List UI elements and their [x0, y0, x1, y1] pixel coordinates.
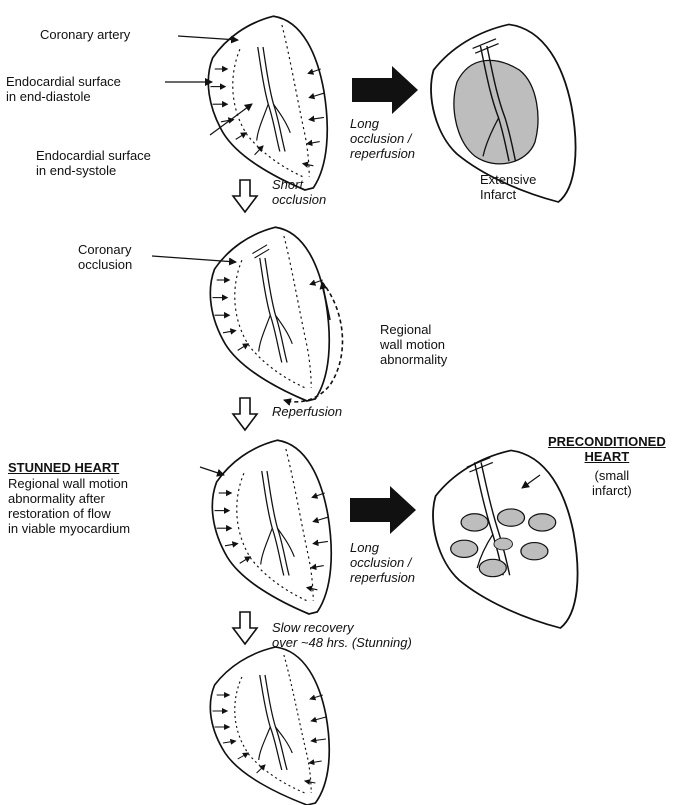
rwma-l1: Regional [380, 322, 447, 337]
label-stunned-desc: Regional wall motion abnormality after r… [8, 476, 130, 536]
label-long-occlusion-bottom: Long occlusion / reperfusion [350, 540, 415, 585]
down-arrow-reperfusion [233, 398, 257, 430]
rwma-l3: abnormality [380, 352, 447, 367]
slow-recovery-l2: over ~48 hrs. (Stunning) [272, 635, 412, 650]
precond-l1: PRECONDITIONED [548, 434, 666, 449]
label-endo-systole: Endocardial surface in end-systole [36, 148, 151, 178]
long-occ-top-l1: Long [350, 116, 415, 131]
long-occ-bot-l1: Long [350, 540, 415, 555]
label-stunned-title: STUNNED HEART [8, 460, 119, 475]
wall-motion-arc [284, 282, 342, 402]
label-endo-systole-l1: Endocardial surface [36, 148, 151, 163]
cor-occ-l2: occlusion [78, 257, 132, 272]
heart-coronary-occlusion [210, 227, 329, 401]
label-small-infarct: (small infarct) [592, 468, 632, 498]
slow-recovery-l1: Slow recovery [272, 620, 412, 635]
small-infarct-l1: (small [592, 468, 632, 483]
stunned-l3: restoration of flow [8, 506, 130, 521]
label-extensive-infarct: Extensive Infarct [480, 172, 536, 202]
heart-baseline [208, 16, 327, 190]
label-long-occlusion-top: Long occlusion / reperfusion [350, 116, 415, 161]
extensive-l1: Extensive [480, 172, 536, 187]
long-occ-top-l2: occlusion / [350, 131, 415, 146]
label-coronary-artery: Coronary artery [40, 27, 130, 42]
label-coronary-occlusion: Coronary occlusion [78, 242, 132, 272]
long-occ-bot-l2: occlusion / [350, 555, 415, 570]
short-occ-l2: occlusion [272, 192, 326, 207]
stunned-l4: in viable myocardium [8, 521, 130, 536]
heart-preconditioned [433, 450, 578, 628]
small-infarct-l2: infarct) [592, 483, 632, 498]
long-occ-bot-l3: reperfusion [350, 570, 415, 585]
down-arrow-short-occlusion [233, 180, 257, 212]
heart-stunned [212, 440, 331, 614]
label-regional-wma: Regional wall motion abnormality [380, 322, 447, 367]
stunned-l1: Regional wall motion [8, 476, 130, 491]
extensive-l2: Infarct [480, 187, 536, 202]
long-occ-top-l3: reperfusion [350, 146, 415, 161]
pointer-preconditioned [522, 475, 540, 488]
label-reperfusion: Reperfusion [272, 404, 342, 419]
label-slow-recovery: Slow recovery over ~48 hrs. (Stunning) [272, 620, 412, 650]
label-endo-diastole-l2: in end-diastole [6, 89, 121, 104]
long-occlusion-arrow-top [352, 66, 418, 114]
rwma-l2: wall motion [380, 337, 447, 352]
precond-l2: HEART [548, 449, 666, 464]
label-endo-diastole: Endocardial surface in end-diastole [6, 74, 121, 104]
down-arrow-slow-recovery [233, 612, 257, 644]
cor-occ-l1: Coronary [78, 242, 132, 257]
pointer-coronary-artery [178, 36, 238, 40]
long-occlusion-arrow-bottom [350, 486, 416, 534]
pointer-stunned [200, 467, 224, 475]
heart-recovered [210, 647, 329, 805]
short-occ-l1: Short [272, 177, 326, 192]
stunned-l2: abnormality after [8, 491, 130, 506]
label-endo-systole-l2: in end-systole [36, 163, 151, 178]
label-endo-diastole-l1: Endocardial surface [6, 74, 121, 89]
label-preconditioned: PRECONDITIONED HEART [548, 434, 666, 464]
label-short-occlusion: Short occlusion [272, 177, 326, 207]
